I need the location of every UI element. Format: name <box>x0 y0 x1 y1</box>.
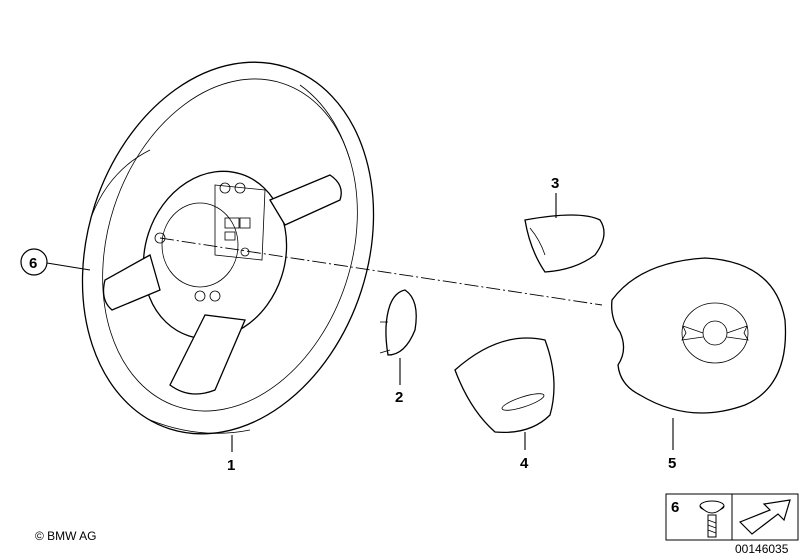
callout-6-circle <box>20 248 48 276</box>
callout-1: 1 <box>227 457 235 474</box>
part-3-trim <box>524 214 605 273</box>
screw-icon <box>699 500 725 538</box>
callout-4: 4 <box>520 455 529 472</box>
part-2-cover <box>379 289 417 356</box>
leader-6 <box>46 262 91 271</box>
callout-3: 3 <box>551 175 559 192</box>
part-5-airbag <box>611 257 787 414</box>
callout-5: 5 <box>668 455 676 472</box>
callout-6: 6 <box>29 255 37 272</box>
alignment-line <box>159 237 603 306</box>
copyright-text: © BMW AG <box>35 529 97 543</box>
drawing-number: 00146035 <box>735 542 789 556</box>
mini-logo-icon <box>681 320 749 346</box>
callout-2: 2 <box>395 389 403 406</box>
legend-item-label: 6 <box>671 499 679 516</box>
legend-box: 6 <box>665 493 799 541</box>
arrow-icon <box>738 499 791 535</box>
part-4-trim <box>454 337 555 434</box>
